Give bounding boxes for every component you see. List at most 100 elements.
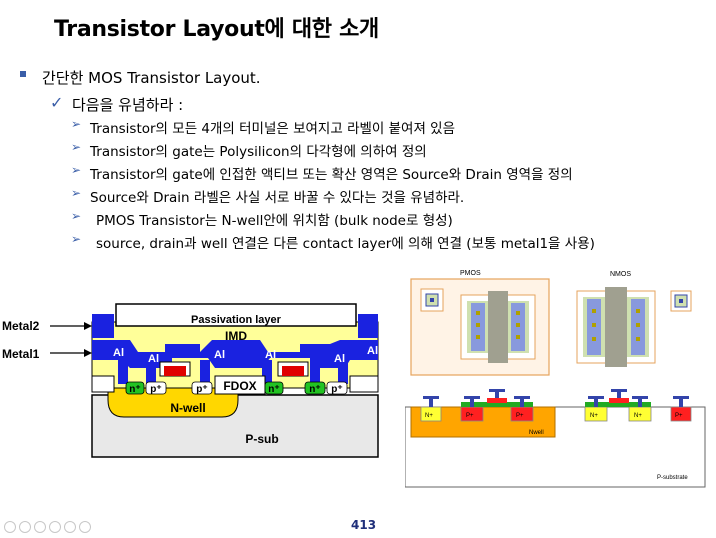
bullet-level1-text: 간단한 MOS Transistor Layout. (42, 69, 261, 87)
contact (200, 360, 210, 384)
arrow-bullet-icon: ➢ (71, 117, 82, 131)
pmos-label: PMOS (460, 270, 481, 277)
passivation-label: Passivation layer (191, 314, 282, 326)
arrow-bullet-icon: ➢ (71, 163, 82, 177)
n-plus-diffusion (304, 381, 326, 395)
contact-square (476, 323, 480, 327)
bullet-level2-text: 다음을 유념하라 : (72, 96, 184, 114)
arrow-head-icon (84, 322, 92, 330)
metal1-label: Metal1 (2, 347, 40, 361)
slides-icon[interactable] (49, 521, 61, 533)
contact-square (516, 311, 520, 315)
p-plus-label: P+ (466, 413, 474, 419)
contact-square (476, 335, 480, 339)
contact-square (592, 309, 596, 313)
pen-icon[interactable] (34, 521, 46, 533)
contact-square (430, 298, 434, 302)
fdox-label: FDOX (223, 379, 256, 393)
n-plus-label: n⁺ (129, 384, 140, 395)
contact (262, 360, 272, 384)
fdox-pad (91, 375, 115, 393)
list-item: ➢Transistor의 gate는 Polysilicon의 다각형에 의하여… (71, 140, 427, 160)
passivation-layer (115, 303, 357, 327)
bullet-level1: 간단한 MOS Transistor Layout. (20, 67, 261, 88)
contact-square (679, 299, 683, 303)
p-plus-label: p⁺ (150, 384, 161, 395)
n-plus-diffusion (125, 381, 145, 395)
contact (118, 358, 128, 384)
list-item: ➢Source와 Drain 라벨은 사실 서로 바꿀 수 있다는 것을 유념하… (71, 186, 465, 206)
p-plus-label: p⁺ (196, 384, 207, 395)
contact (338, 360, 348, 384)
list-item: ➢Transistor의 gate에 인접한 액티브 또는 확산 영역은 Sou… (71, 163, 573, 183)
check-icon: ✓ (50, 93, 64, 112)
poly-gate (164, 366, 186, 376)
n-plus-label: N+ (634, 413, 642, 419)
p-plus-diffusion (145, 381, 167, 395)
al-label: Al (367, 345, 378, 357)
contact-square (516, 335, 520, 339)
contact-square (476, 311, 480, 315)
metal2-label: Metal2 (2, 319, 40, 333)
metal-contact-via (520, 396, 524, 407)
metal-contact-via (470, 396, 474, 407)
al-label: Al (148, 353, 159, 365)
poly-gate (282, 366, 304, 376)
metal-contact-via (617, 389, 621, 398)
n-plus-label: N+ (425, 413, 433, 419)
contact-square (636, 323, 640, 327)
metal2-post (358, 314, 378, 338)
n-plus-label: n⁺ (268, 384, 279, 395)
contact-square (636, 309, 640, 313)
cmos-cross-section-diagram: Passivation layer IMD Al Al Al Al Al Al … (2, 303, 379, 458)
slide-nav-controls[interactable] (4, 521, 91, 533)
p-plus-label: p⁺ (331, 384, 342, 395)
p-substrate-label: P-substrate (657, 475, 688, 481)
n-plus-diffusion (264, 381, 284, 395)
list-item: ➢Transistor의 모든 4개의 터미널은 보여지고 라벨이 붙여져 있음 (71, 117, 456, 137)
pmos-poly-gate (488, 291, 508, 363)
contact-square (636, 337, 640, 341)
arrow-bullet-icon: ➢ (71, 209, 82, 223)
prev-slide-icon[interactable] (4, 521, 16, 533)
metal1-layer (92, 340, 378, 368)
metal-contact-via (594, 396, 598, 407)
next-slide-icon[interactable] (19, 521, 31, 533)
n-well-label: N-well (170, 401, 205, 415)
nmos-poly-gate (605, 287, 627, 367)
metal-contact-via (638, 396, 642, 407)
arrow-bullet-icon: ➢ (71, 232, 82, 246)
al-label: Al (334, 353, 345, 365)
n-plus-label: N+ (590, 413, 598, 419)
al-label: Al (113, 347, 124, 359)
mos-layout-top-view: PMOS NMOS N+ P+ P+ N+ N+ P+ Nwell P-subs… (405, 270, 706, 488)
arrow-bullet-icon: ➢ (71, 140, 82, 154)
contact (310, 360, 320, 384)
metal-contact-via (679, 396, 683, 407)
p-sub-label: P-sub (245, 432, 278, 446)
more-options-icon[interactable] (79, 521, 91, 533)
zoom-icon[interactable] (64, 521, 76, 533)
p-plus-label: P+ (675, 413, 683, 419)
fdox-pad (349, 375, 379, 393)
p-plus-diffusion (191, 381, 213, 395)
contact-square (516, 323, 520, 327)
pmos-gate (487, 398, 507, 403)
contact (146, 360, 156, 384)
al-label: Al (214, 349, 225, 361)
page-number: 413 (351, 518, 377, 532)
imd-label: IMD (225, 329, 247, 343)
contact-square (592, 337, 596, 341)
list-item: ➢PMOS Transistor는 N-well안에 위치함 (bulk nod… (71, 209, 453, 229)
contact-square (592, 323, 596, 327)
al-label: Al (265, 349, 276, 361)
list-item: ➢source, drain과 well 연결은 다른 contact laye… (71, 232, 595, 252)
nwell-label: Nwell (529, 430, 544, 436)
p-plus-diffusion (326, 381, 348, 395)
field-oxide-strip (461, 402, 533, 407)
arrow-bullet-icon: ➢ (71, 186, 82, 200)
metal2-post (92, 314, 114, 338)
metal-contact-via (495, 389, 499, 398)
field-oxide-strip (585, 402, 651, 407)
p-plus-label: P+ (516, 413, 524, 419)
